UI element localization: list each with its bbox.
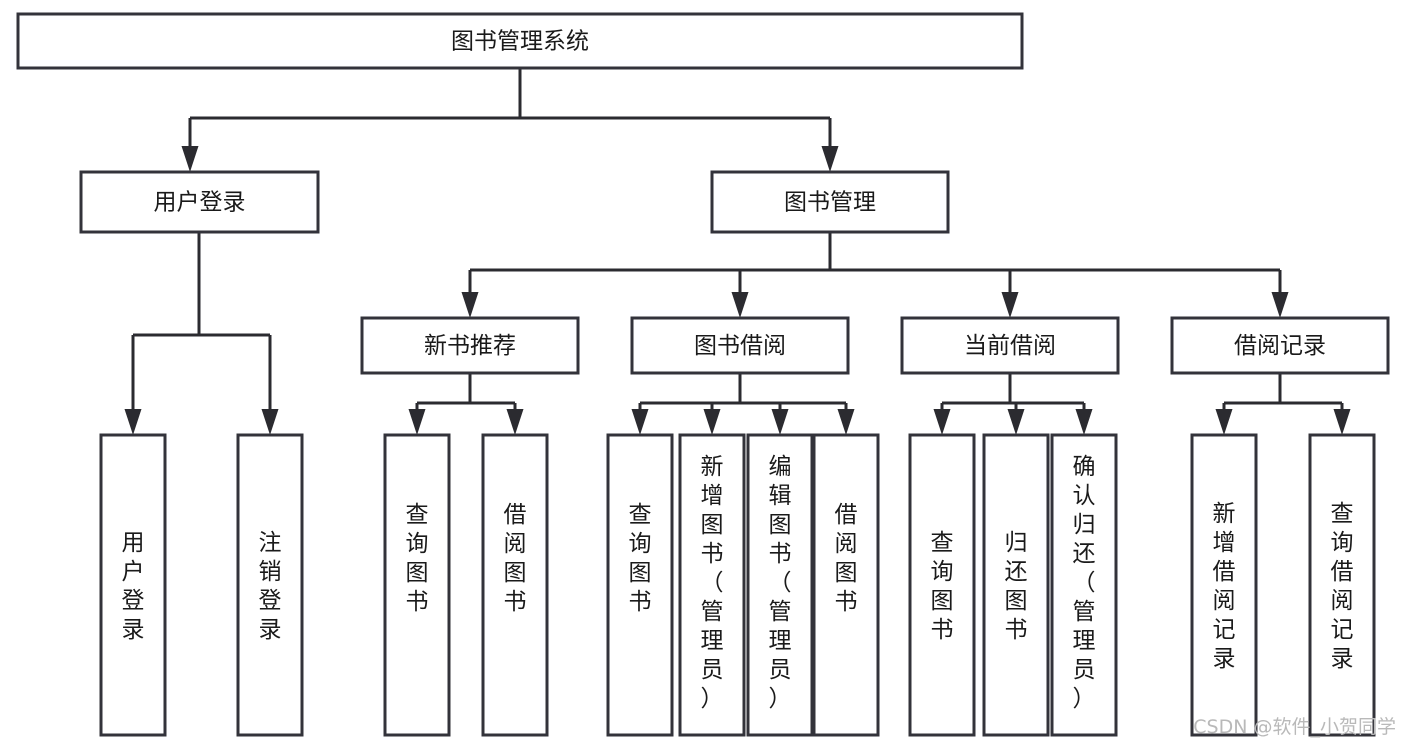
node-box — [481, 433, 549, 737]
node-borrow[interactable]: 图书借阅 — [630, 316, 850, 375]
node-box — [900, 316, 1120, 375]
connector-layer — [124, 68, 1351, 435]
connector-bus-newbook — [417, 373, 515, 405]
node-label: 编辑图书（管理员） — [769, 454, 792, 712]
node-label: 图书借阅 — [694, 333, 786, 359]
node-box — [982, 433, 1050, 737]
node-label: 用户登录 — [154, 190, 246, 216]
connector-bus-bookmgmt — [470, 232, 1280, 272]
node-box — [812, 433, 880, 737]
node-label: 借阅图书 — [835, 502, 858, 615]
node-leaf-current-query[interactable]: 查询图书 — [908, 433, 976, 737]
arrow-connector — [1271, 270, 1289, 318]
connector-bus-records — [1224, 373, 1342, 405]
node-leaf-borrow-take[interactable]: 借阅图书 — [812, 433, 880, 737]
watermark-layer: CSDN @软件_小贺同学 — [1193, 716, 1396, 738]
node-label: 归还图书 — [1005, 530, 1028, 643]
arrow-connector — [1001, 270, 1019, 318]
node-root[interactable]: 图书管理系统 — [16, 12, 1024, 70]
node-newbook[interactable]: 新书推荐 — [360, 316, 580, 375]
arrow-connector — [731, 270, 749, 318]
node-box — [99, 433, 167, 737]
node-box — [383, 433, 451, 737]
node-label: 借阅图书 — [504, 502, 527, 615]
node-box — [1050, 433, 1118, 737]
node-box — [1190, 433, 1258, 737]
node-leaf-new-query[interactable]: 查询图书 — [383, 433, 451, 737]
node-login[interactable]: 用户登录 — [79, 170, 320, 234]
node-leaf-record-add[interactable]: 新增借阅记录 — [1190, 433, 1258, 737]
node-leaf-record-query[interactable]: 查询借阅记录 — [1308, 433, 1376, 737]
arrow-connector — [1333, 403, 1351, 435]
node-leaf-user-login[interactable]: 用户登录 — [99, 433, 167, 737]
connector-bus-login — [133, 232, 270, 337]
node-label: 查询图书 — [406, 502, 429, 615]
node-leaf-borrow-edit[interactable]: 编辑图书（管理员） — [746, 433, 814, 737]
node-label: 借阅记录 — [1234, 333, 1326, 359]
node-label: 确认归还（管理员） — [1073, 454, 1096, 712]
node-bookmgmt[interactable]: 图书管理 — [710, 170, 950, 234]
arrow-connector — [703, 403, 721, 435]
node-box — [710, 170, 950, 234]
node-leaf-new-borrow[interactable]: 借阅图书 — [481, 433, 549, 737]
connector-bus-root — [190, 68, 830, 120]
node-label: 图书管理系统 — [451, 29, 589, 55]
node-label: 查询图书 — [931, 530, 954, 643]
node-label: 新书推荐 — [424, 333, 516, 359]
node-box — [1170, 316, 1390, 375]
csdn-watermark: CSDN @软件_小贺同学 — [1193, 716, 1396, 738]
connector-bus-borrow — [640, 373, 846, 405]
node-label: 用户登录 — [122, 530, 145, 643]
node-current[interactable]: 当前借阅 — [900, 316, 1120, 375]
node-leaf-borrow-query[interactable]: 查询图书 — [606, 433, 674, 737]
node-box — [1308, 433, 1376, 737]
node-box — [746, 433, 814, 737]
node-label: 图书管理 — [784, 190, 876, 216]
node-box — [606, 433, 674, 737]
arrow-connector — [181, 118, 199, 172]
arrow-connector — [1215, 403, 1233, 435]
node-box — [360, 316, 580, 375]
node-label: 查询借阅记录 — [1331, 501, 1354, 672]
arrow-connector — [506, 403, 524, 435]
arrow-connector — [837, 403, 855, 435]
arrow-connector — [124, 335, 142, 435]
node-label: 新增图书（管理员） — [701, 454, 724, 712]
node-box — [79, 170, 320, 234]
node-box — [16, 12, 1024, 70]
arrow-connector — [408, 403, 426, 435]
node-box — [236, 433, 304, 737]
node-label: 当前借阅 — [964, 333, 1056, 359]
arrow-connector — [821, 118, 839, 172]
node-leaf-current-confirm[interactable]: 确认归还（管理员） — [1050, 433, 1118, 737]
arrow-connector — [1007, 403, 1025, 435]
node-box — [908, 433, 976, 737]
node-layer: 图书管理系统用户登录图书管理新书推荐图书借阅当前借阅借阅记录用户登录注销登录查询… — [16, 12, 1390, 737]
node-box — [630, 316, 850, 375]
connector-bus-current — [942, 373, 1084, 405]
node-label: 新增借阅记录 — [1213, 501, 1236, 672]
arrow-connector — [1075, 403, 1093, 435]
arrow-connector — [933, 403, 951, 435]
arrow-connector — [261, 335, 279, 435]
arrow-connector — [771, 403, 789, 435]
node-records[interactable]: 借阅记录 — [1170, 316, 1390, 375]
node-leaf-user-logout[interactable]: 注销登录 — [236, 433, 304, 737]
node-leaf-current-return[interactable]: 归还图书 — [982, 433, 1050, 737]
node-leaf-borrow-add[interactable]: 新增图书（管理员） — [678, 433, 746, 737]
node-label: 查询图书 — [629, 502, 652, 615]
arrow-connector — [461, 270, 479, 318]
arrow-connector — [631, 403, 649, 435]
node-label: 注销登录 — [259, 530, 282, 643]
node-box — [678, 433, 746, 737]
